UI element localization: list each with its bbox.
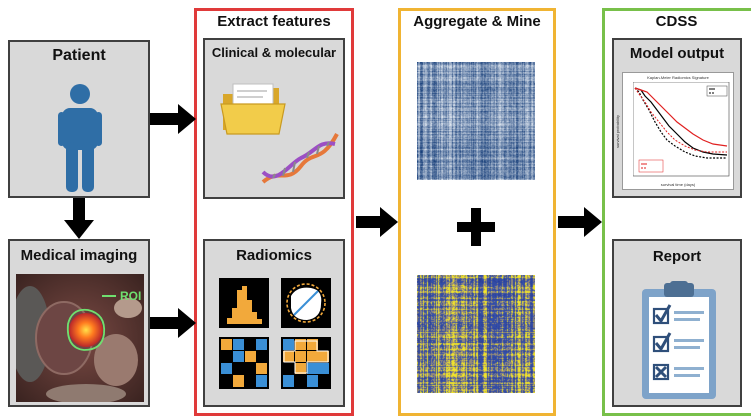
model-output-title: Model output	[629, 45, 725, 62]
radiomics-box: Radiomics	[203, 239, 345, 407]
patient-box: Patient	[8, 40, 150, 198]
extract-header: Extract features	[217, 13, 331, 30]
km-curves	[633, 82, 730, 177]
km-plot: Kaplan-Meier Radiomics Signature surviva…	[615, 72, 734, 190]
texture-zone-icon	[281, 337, 331, 389]
km-xlabel: survival time (days)	[660, 182, 696, 187]
texture-glcm-icon	[219, 337, 269, 389]
plus-icon	[457, 208, 495, 246]
medical-imaging-box: Medical imaging ROI	[8, 239, 150, 407]
arrow-aggregate-to-cdss	[558, 207, 602, 237]
blue-heatmap	[417, 62, 535, 180]
folder-icon	[220, 83, 286, 135]
person-icon	[58, 84, 102, 192]
patient-title: Patient	[52, 47, 106, 64]
arrow-patient-to-clinical	[150, 104, 196, 134]
cdss-header: CDSS	[655, 13, 698, 30]
clinical-molecular-box: Clinical & molecular	[203, 38, 345, 199]
report-title: Report	[652, 248, 702, 265]
dna-icon	[261, 133, 339, 184]
arrow-imaging-to-radiomics	[150, 308, 196, 338]
clipboard-icon	[642, 281, 716, 399]
model-output-box: Model output Kaplan-Meier Radiomics Sign…	[612, 38, 742, 198]
histogram-feature-icon	[219, 278, 269, 328]
aggregate-header: Aggregate & Mine	[413, 13, 541, 30]
km-ylabel: survival probability	[614, 115, 620, 148]
report-box: Report	[612, 239, 742, 407]
medical-imaging-title: Medical imaging	[20, 247, 138, 264]
yellow-blue-heatmap	[417, 275, 535, 393]
roi-label: ROI	[120, 289, 142, 303]
arrow-extract-to-aggregate	[356, 207, 398, 237]
ct-scan-image	[16, 274, 144, 402]
clinical-molecular-title: Clinical & molecular	[211, 45, 337, 60]
km-plot-title: Kaplan-Meier Radiomics Signature	[647, 75, 709, 80]
arrow-patient-to-imaging	[64, 198, 94, 239]
radiomics-title: Radiomics	[236, 247, 312, 264]
shape-feature-icon	[281, 278, 331, 328]
